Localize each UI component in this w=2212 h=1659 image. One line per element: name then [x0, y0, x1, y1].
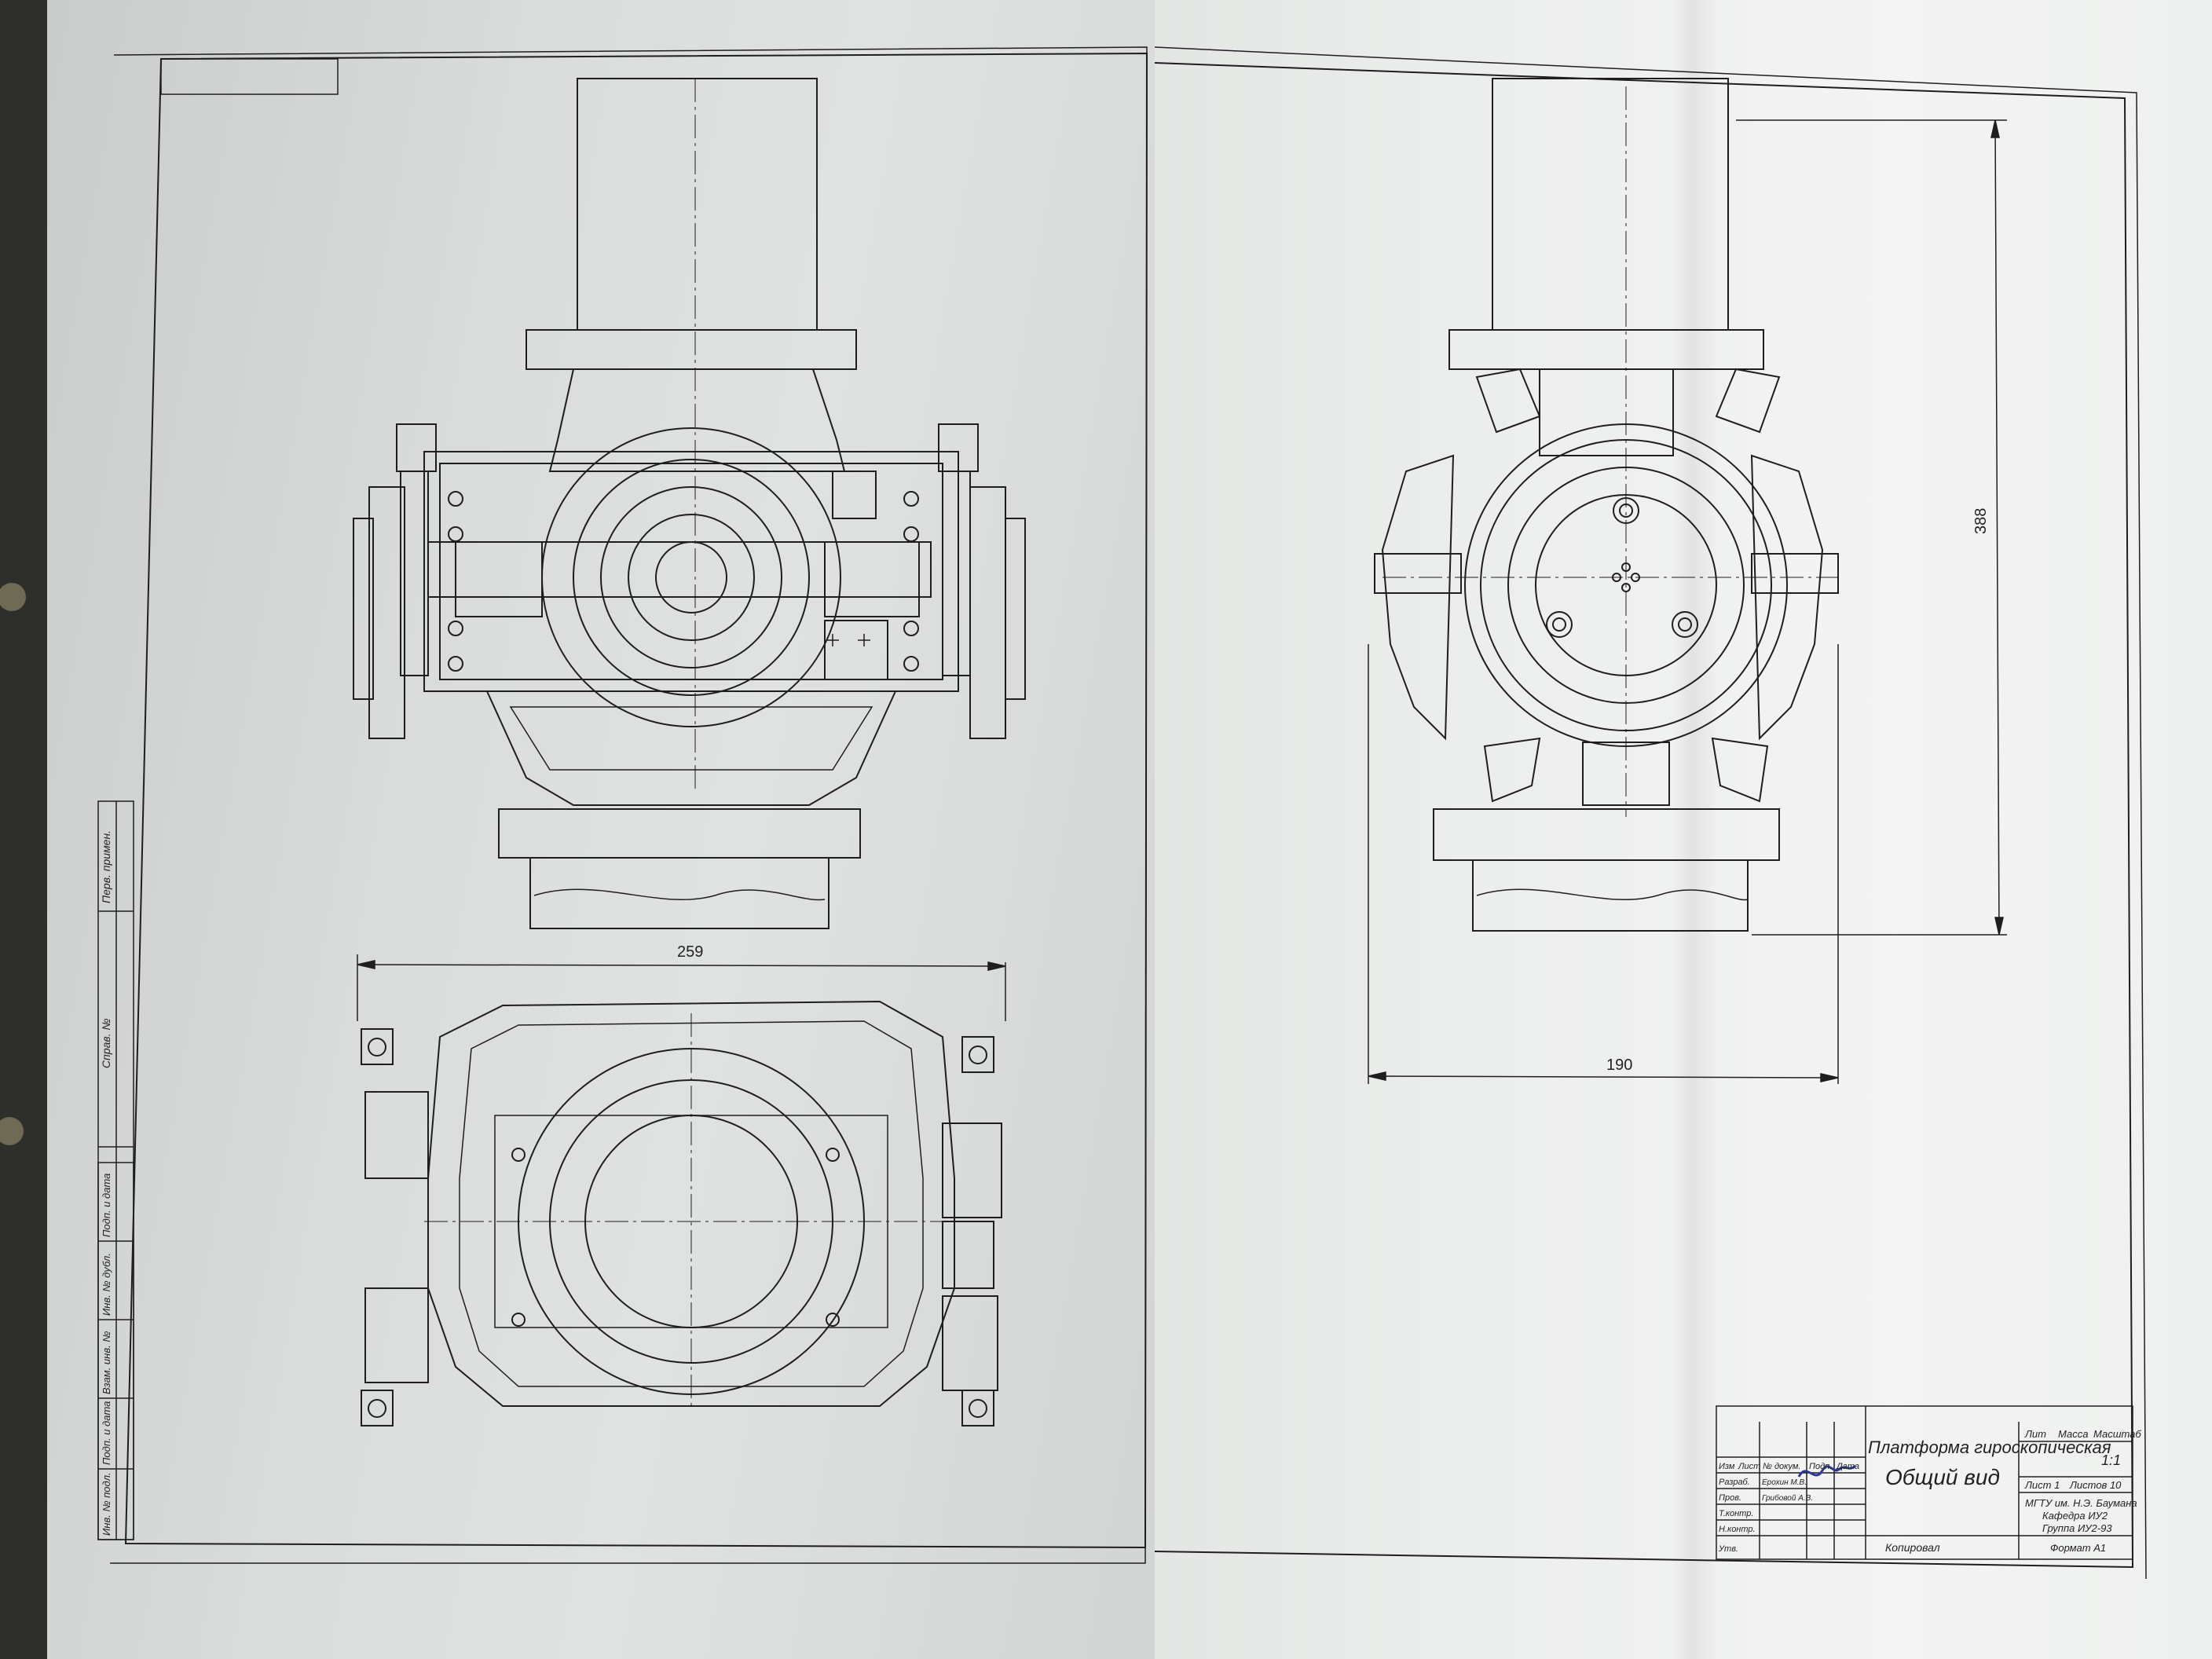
fold-shadow — [1673, 0, 1720, 1659]
margin-inv-dubl: Инв. № дубл. — [101, 1253, 112, 1316]
stamp-org-3: Группа ИУ2-93 — [2042, 1522, 2112, 1534]
dimension-line-388 — [1736, 119, 2007, 936]
stamp-role-tkontr: Т.контр. — [1719, 1509, 1753, 1518]
stamp-subtitle: Общий вид — [1885, 1465, 2000, 1489]
stamp-org-1: МГТУ им. Н.Э. Баумана — [2025, 1497, 2137, 1509]
stamp-header-scale: Масштаб — [2093, 1428, 2141, 1440]
stamp-copied: Копировал — [1885, 1541, 1940, 1554]
stamp-role-nkontr: Н.контр. — [1719, 1525, 1756, 1534]
signature — [1797, 1464, 1857, 1478]
right-format-border — [1154, 46, 2147, 1580]
stamp-role-utv: Утв. — [1718, 1544, 1738, 1554]
stamp-col-izm: Изм — [1719, 1462, 1735, 1471]
stamp-col-date: Дата — [1835, 1462, 1859, 1471]
stamp-sheet: Лист 1 — [2024, 1479, 2060, 1491]
stamp-col-doc: № докум. — [1763, 1462, 1800, 1471]
right-sheet — [1155, 0, 2212, 1659]
top-view — [361, 1000, 1002, 1426]
right-frame — [1154, 62, 2134, 1569]
stamp-format: Формат А1 — [2050, 1542, 2106, 1554]
dimension-259: 259 — [677, 943, 703, 961]
left-frame — [124, 52, 1148, 1549]
binder-hole-bottom — [0, 1117, 24, 1145]
dimension-line-259 — [357, 954, 1006, 1021]
left-top-box — [160, 58, 339, 95]
dimension-388: 388 — [1972, 508, 1990, 534]
stamp-title: Платформа гироскопическая — [1868, 1437, 2111, 1457]
stamp-scale: 1:1 — [2101, 1452, 2121, 1468]
binder-hole-top — [0, 583, 26, 611]
stamp-role-razrab: Разраб. — [1719, 1478, 1750, 1487]
left-sheet — [47, 0, 1155, 1659]
front-view — [353, 78, 1026, 929]
margin-podp-data-1: Подп. и дата — [101, 1174, 112, 1237]
stamp-name-prov: Грибовой А.В. — [1762, 1493, 1813, 1503]
margin-inv-podl: Инв. № подл. — [101, 1472, 112, 1536]
title-block — [1716, 1405, 2133, 1560]
side-view — [1374, 78, 1839, 932]
margin-sprav: Справ. № — [100, 1018, 112, 1068]
stamp-header-mass: Масса — [2058, 1428, 2088, 1440]
stamp-name-razrab: Ерохин М.В. — [1762, 1478, 1807, 1487]
stamp-sheets: Листов 10 — [2069, 1479, 2122, 1491]
stamp-header-lit: Лит — [2024, 1428, 2046, 1440]
dimension-line-190 — [1368, 644, 1839, 1084]
stamp-org-2: Кафедра ИУ2 — [2042, 1510, 2108, 1522]
margin-perv-primen: Перв. примен. — [100, 830, 112, 903]
stamp-col-list: Лист — [1738, 1462, 1760, 1471]
margin-vzam-inv: Взам. инв. № — [101, 1331, 112, 1394]
stamp-col-sign: Подп. — [1809, 1462, 1832, 1471]
left-format-border — [110, 46, 1148, 1564]
margin-podp-data-2: Подп. и дата — [101, 1401, 112, 1465]
margin-column — [97, 800, 134, 1540]
stamp-role-prov: Пров. — [1719, 1493, 1741, 1503]
dimension-190: 190 — [1606, 1057, 1632, 1074]
